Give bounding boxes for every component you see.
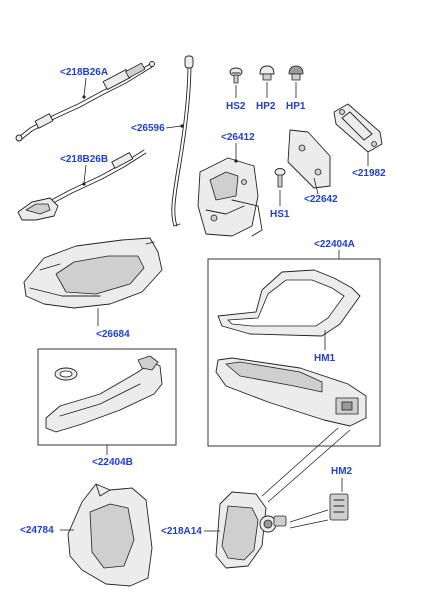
label-21982[interactable]: <21982 [352,168,386,179]
label-hm2[interactable]: HM2 [331,466,353,477]
label-22404a[interactable]: <22404A [314,239,355,250]
leader-218b26a [83,77,87,97]
kit-22404a-box [207,258,381,447]
label-24784[interactable]: <24784 [20,525,54,536]
housing-26684-drawing [23,237,163,309]
leader-dot-26596 [180,124,184,128]
label-218b26a[interactable]: <218B26A [60,67,108,78]
label-hm1[interactable]: HM1 [314,353,336,364]
label-218b26b[interactable]: <218B26B [60,154,108,165]
striker-21982-drawing [333,103,383,153]
clip-hm2-drawing [329,493,349,521]
leader-dot-218b26b [82,182,86,186]
label-22404b[interactable]: <22404B [92,457,133,468]
plate-22642-drawing [287,129,331,189]
label-26684[interactable]: <26684 [96,329,130,340]
label-hp1[interactable]: HP1 [286,101,306,112]
screw-hs1-drawing [274,168,286,188]
label-hs2[interactable]: HS2 [226,101,246,112]
screw-hs2-drawing [229,67,243,84]
leader-dot-218b26a [82,95,86,99]
leader-218b26b [83,164,87,184]
label-26596[interactable]: <26596 [131,123,165,134]
lock-218a14-drawing [215,491,287,569]
label-hp2[interactable]: HP2 [256,101,276,112]
cable-218b26a-drawing [15,61,155,142]
leader-22642 [313,177,319,195]
cable-218b26b-drawing [17,149,147,221]
bracket-24784-drawing [67,483,153,587]
leader-dot-26412 [234,159,238,163]
plug-hp2-drawing [259,65,275,81]
label-218a14[interactable]: <218A14 [161,526,202,537]
rod-26596-drawing [171,55,194,227]
connector-lines [261,427,351,529]
label-26412[interactable]: <26412 [221,132,255,143]
plug-hp1-drawing [288,65,304,81]
door-handle-kit-a-drawing [215,357,367,427]
label-22642[interactable]: <22642 [304,194,338,205]
door-handle-kit-b-drawing [45,355,163,433]
seal-hm1-drawing [217,269,361,337]
label-hs1[interactable]: HS1 [270,209,290,220]
leader-26596 [165,125,182,129]
latch-26412-drawing [197,157,263,237]
